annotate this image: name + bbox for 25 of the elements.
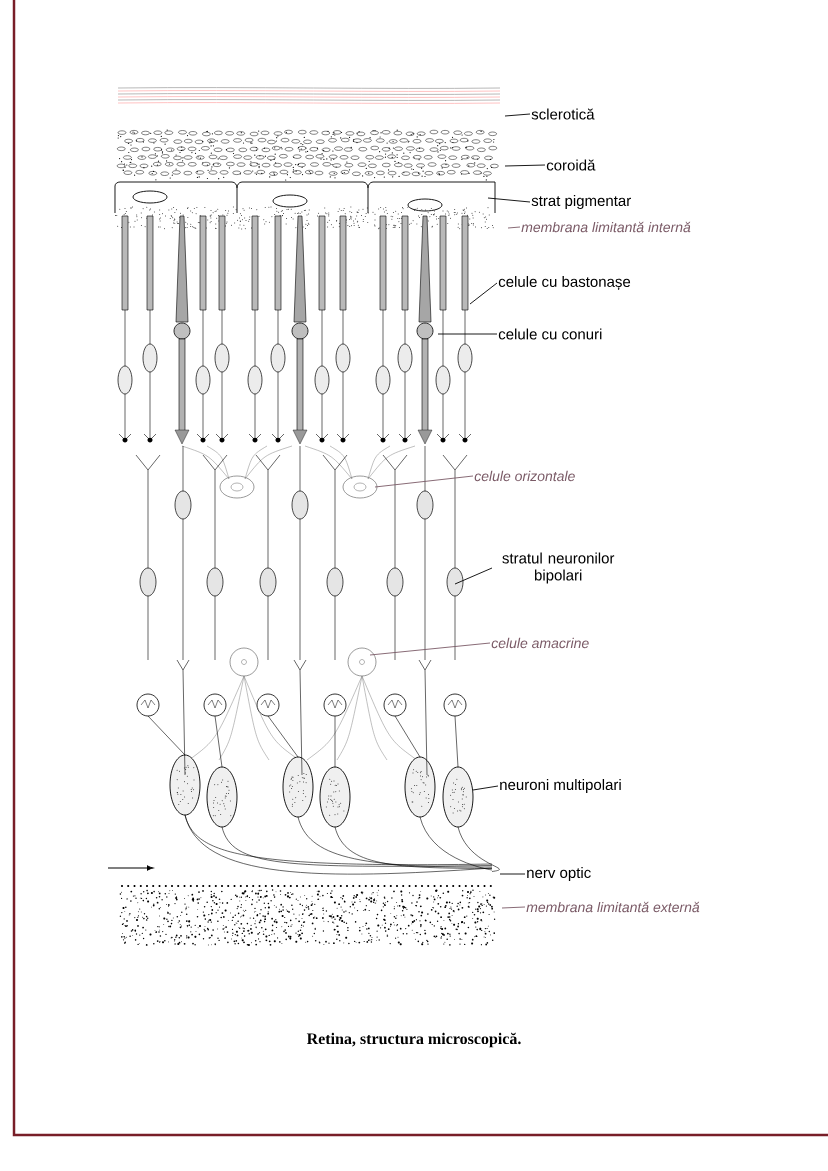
leader-line bbox=[369, 642, 491, 656]
label-text: celule amacrine bbox=[491, 637, 589, 649]
label-text: strat pigmentar bbox=[531, 195, 631, 209]
leader-line bbox=[507, 226, 521, 229]
label-text: coroidă bbox=[546, 159, 596, 171]
leader-line bbox=[487, 197, 531, 203]
leader-line bbox=[499, 873, 526, 875]
label-text: membrana limitantă internă bbox=[521, 221, 691, 233]
label-text: sclerotică bbox=[531, 108, 595, 120]
leader-line bbox=[374, 475, 474, 488]
label-text: celule cu conuri bbox=[498, 328, 602, 340]
leader-line bbox=[501, 906, 526, 909]
leader-line bbox=[437, 333, 498, 335]
leader-line bbox=[454, 567, 493, 585]
label-text: nerv optic bbox=[527, 867, 591, 881]
leader-line bbox=[504, 164, 546, 167]
label-text: celule cu bastonașe bbox=[498, 276, 631, 291]
caption: Retina, structura microscopică. bbox=[306, 1032, 521, 1048]
leader-line bbox=[469, 282, 498, 305]
label-text: membrana limitantă externă bbox=[526, 901, 700, 913]
label-text: celule orizontale bbox=[474, 470, 575, 482]
leader-line bbox=[472, 785, 499, 791]
leader-line bbox=[504, 113, 531, 117]
label-text: neuroni multipolari bbox=[500, 779, 621, 793]
label-text: stratul neuronilor bipolari bbox=[502, 552, 615, 584]
